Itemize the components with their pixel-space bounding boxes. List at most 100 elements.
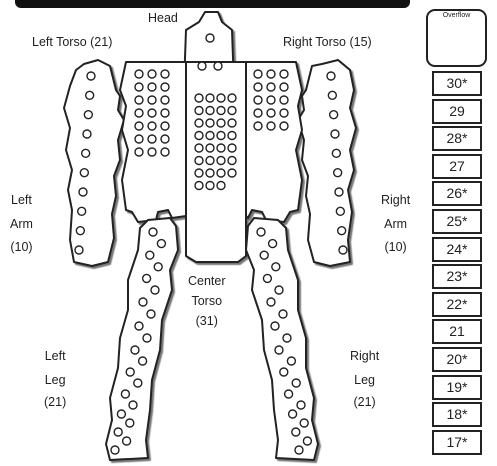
left-leg-armor-pip[interactable] [134, 379, 142, 387]
center-torso-armor-pip[interactable] [206, 94, 214, 102]
center-torso-armor-pip[interactable] [195, 182, 203, 190]
center-torso-armor-pip[interactable] [206, 132, 214, 140]
heat-scale-cell[interactable]: 17* [432, 430, 482, 455]
right-leg-armor-pip[interactable] [303, 437, 311, 445]
left-leg-armor-pip[interactable] [123, 437, 131, 445]
right-arm-armor-pip[interactable] [327, 72, 335, 80]
heat-scale-cell[interactable]: 18* [432, 402, 482, 427]
right-leg-armor-pip[interactable] [263, 274, 271, 282]
left-torso-armor-pip[interactable] [161, 96, 169, 104]
heat-scale-cell[interactable]: 19* [432, 375, 482, 400]
right-arm-armor-pip[interactable] [328, 91, 336, 99]
right-arm-armor-pip[interactable] [338, 227, 346, 235]
right-torso-armor-pip[interactable] [280, 109, 288, 117]
left-torso-armor-pip[interactable] [161, 109, 169, 117]
center-torso-armor-pip[interactable] [228, 169, 236, 177]
right-torso-armor-pip[interactable] [254, 70, 262, 78]
left-torso-armor-pip[interactable] [148, 109, 156, 117]
left-arm-armor-pip[interactable] [75, 246, 83, 254]
right-leg-armor-pip[interactable] [285, 390, 293, 398]
right-leg-armor-pip[interactable] [260, 251, 268, 259]
right-leg-armor-pip[interactable] [289, 410, 297, 418]
right-arm-armor-pip[interactable] [334, 169, 342, 177]
left-arm-armor-pip[interactable] [84, 111, 92, 119]
right-leg-armor-pip[interactable] [297, 401, 305, 409]
left-torso-armor-pip[interactable] [148, 96, 156, 104]
right-arm-armor-pip[interactable] [330, 111, 338, 119]
left-torso-armor-pip[interactable] [135, 135, 143, 143]
center-torso-armor-pip[interactable] [195, 144, 203, 152]
right-torso-armor-pip[interactable] [280, 70, 288, 78]
right-leg-armor-pip[interactable] [292, 428, 300, 436]
right-torso-armor-pip[interactable] [280, 122, 288, 130]
left-leg-armor-pip[interactable] [143, 274, 151, 282]
right-leg-armor-pip[interactable] [292, 379, 300, 387]
right-leg-armor-pip[interactable] [269, 240, 277, 248]
left-leg-armor-pip[interactable] [151, 286, 159, 294]
center-torso-armor-pip[interactable] [228, 119, 236, 127]
center-torso-armor-pip[interactable] [195, 119, 203, 127]
heat-scale-cell[interactable]: 21 [432, 319, 482, 344]
center-torso-armor-pip[interactable] [217, 157, 225, 165]
left-leg-armor-pip[interactable] [154, 263, 162, 271]
center-torso-armor-pip[interactable] [228, 107, 236, 115]
center-torso-armor-pip[interactable] [206, 107, 214, 115]
right-arm-armor-pip[interactable] [339, 246, 347, 254]
left-torso-armor-pip[interactable] [161, 83, 169, 91]
left-leg-armor-pip[interactable] [121, 390, 129, 398]
heat-scale-cell[interactable]: 25* [432, 209, 482, 234]
center-torso-armor-pip[interactable] [217, 132, 225, 140]
center-torso-armor-pip[interactable] [195, 157, 203, 165]
center-torso-armor-pip[interactable] [217, 169, 225, 177]
center-torso-armor-pip[interactable] [206, 119, 214, 127]
right-leg-armor-pip[interactable] [283, 334, 291, 342]
left-torso-armor-pip[interactable] [161, 70, 169, 78]
left-leg-armor-pip[interactable] [139, 298, 147, 306]
left-torso-armor-pip[interactable] [148, 148, 156, 156]
center-torso-armor-pip[interactable] [228, 157, 236, 165]
left-leg-armor-pip[interactable] [126, 368, 134, 376]
left-leg-armor-pip[interactable] [147, 310, 155, 318]
right-torso-armor-pip[interactable] [254, 96, 262, 104]
left-arm-armor-pip[interactable] [87, 72, 95, 80]
center-torso-armor-pip[interactable] [217, 144, 225, 152]
left-arm-armor-pip[interactable] [76, 227, 84, 235]
left-arm-armor-pip[interactable] [82, 149, 90, 157]
left-leg-armor-pip[interactable] [149, 228, 157, 236]
right-leg-armor-pip[interactable] [271, 322, 279, 330]
center-torso-armor-pip[interactable] [217, 119, 225, 127]
left-torso-armor-pip[interactable] [148, 83, 156, 91]
center-torso-armor-pip[interactable] [195, 132, 203, 140]
center-torso-armor-pip[interactable] [217, 107, 225, 115]
right-leg-armor-pip[interactable] [300, 419, 308, 427]
left-torso-armor-pip[interactable] [148, 70, 156, 78]
left-torso-armor-pip[interactable] [161, 135, 169, 143]
heat-scale-cell[interactable]: 20* [432, 347, 482, 372]
right-torso-armor-pip[interactable] [254, 122, 262, 130]
left-torso-armor-pip[interactable] [161, 122, 169, 130]
center-torso-armor-pip[interactable] [195, 169, 203, 177]
left-leg-armor-pip[interactable] [146, 251, 154, 259]
right-leg-armor-pip[interactable] [279, 310, 287, 318]
right-torso-armor-pip[interactable] [267, 122, 275, 130]
left-torso-armor-pip[interactable] [135, 96, 143, 104]
right-torso-armor-pip[interactable] [267, 109, 275, 117]
center-torso-armor-pip[interactable] [206, 169, 214, 177]
right-leg-armor-pip[interactable] [267, 298, 275, 306]
left-arm-armor-pip[interactable] [83, 130, 91, 138]
right-arm-armor-pip[interactable] [335, 188, 343, 196]
center-torso-armor-pip[interactable] [206, 157, 214, 165]
left-arm-armor-pip[interactable] [79, 188, 87, 196]
left-torso-armor-pip[interactable] [135, 122, 143, 130]
center-torso-armor-pip[interactable] [228, 144, 236, 152]
right-leg-armor-pip[interactable] [280, 368, 288, 376]
right-leg-armor-pip[interactable] [257, 228, 265, 236]
left-leg-armor-pip[interactable] [126, 419, 134, 427]
heat-scale-cell[interactable]: 27 [432, 154, 482, 179]
right-leg-armor-pip[interactable] [275, 286, 283, 294]
left-arm-armor-pip[interactable] [86, 91, 94, 99]
right-torso-armor-pip[interactable] [254, 83, 262, 91]
heat-scale-cell[interactable]: 22* [432, 292, 482, 317]
right-torso-armor-pip[interactable] [254, 109, 262, 117]
center-torso-armor-pip[interactable] [206, 144, 214, 152]
